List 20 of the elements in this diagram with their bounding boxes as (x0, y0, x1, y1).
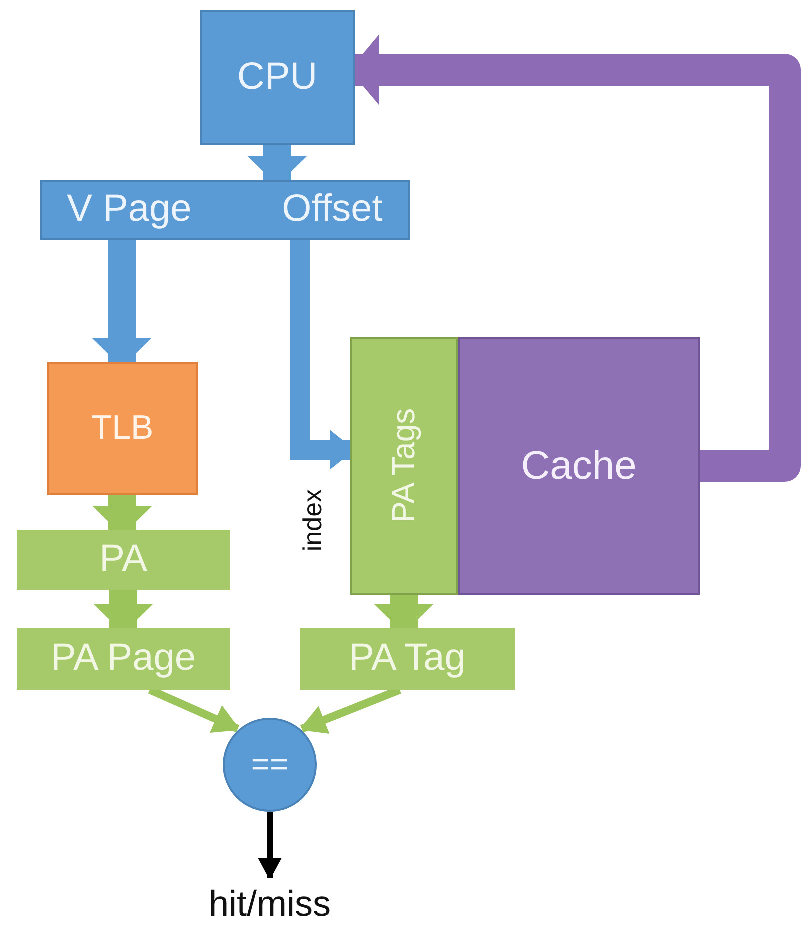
pa-page-box (17, 628, 230, 690)
tag-array-column (350, 337, 458, 595)
edge-label: index (298, 489, 329, 552)
node-label: PA (100, 539, 148, 581)
pa-tag-box (300, 628, 515, 690)
address-bar (40, 180, 410, 240)
node-label: PA Page (50, 638, 196, 680)
node-label: == (251, 747, 289, 783)
cache-box (458, 337, 700, 595)
node-label: Offset (282, 189, 383, 231)
node-label: Cache (521, 444, 637, 488)
node-label: hit/miss (208, 884, 331, 924)
node-label: V Page (67, 189, 192, 231)
tlb-box (47, 362, 198, 495)
pa-box (17, 530, 230, 590)
node-label: PA Tags (386, 408, 422, 524)
node-label: TLB (91, 410, 154, 448)
node-label: CPU (237, 56, 318, 98)
node-label: PA Tag (349, 638, 466, 680)
cpu-box (200, 10, 355, 145)
